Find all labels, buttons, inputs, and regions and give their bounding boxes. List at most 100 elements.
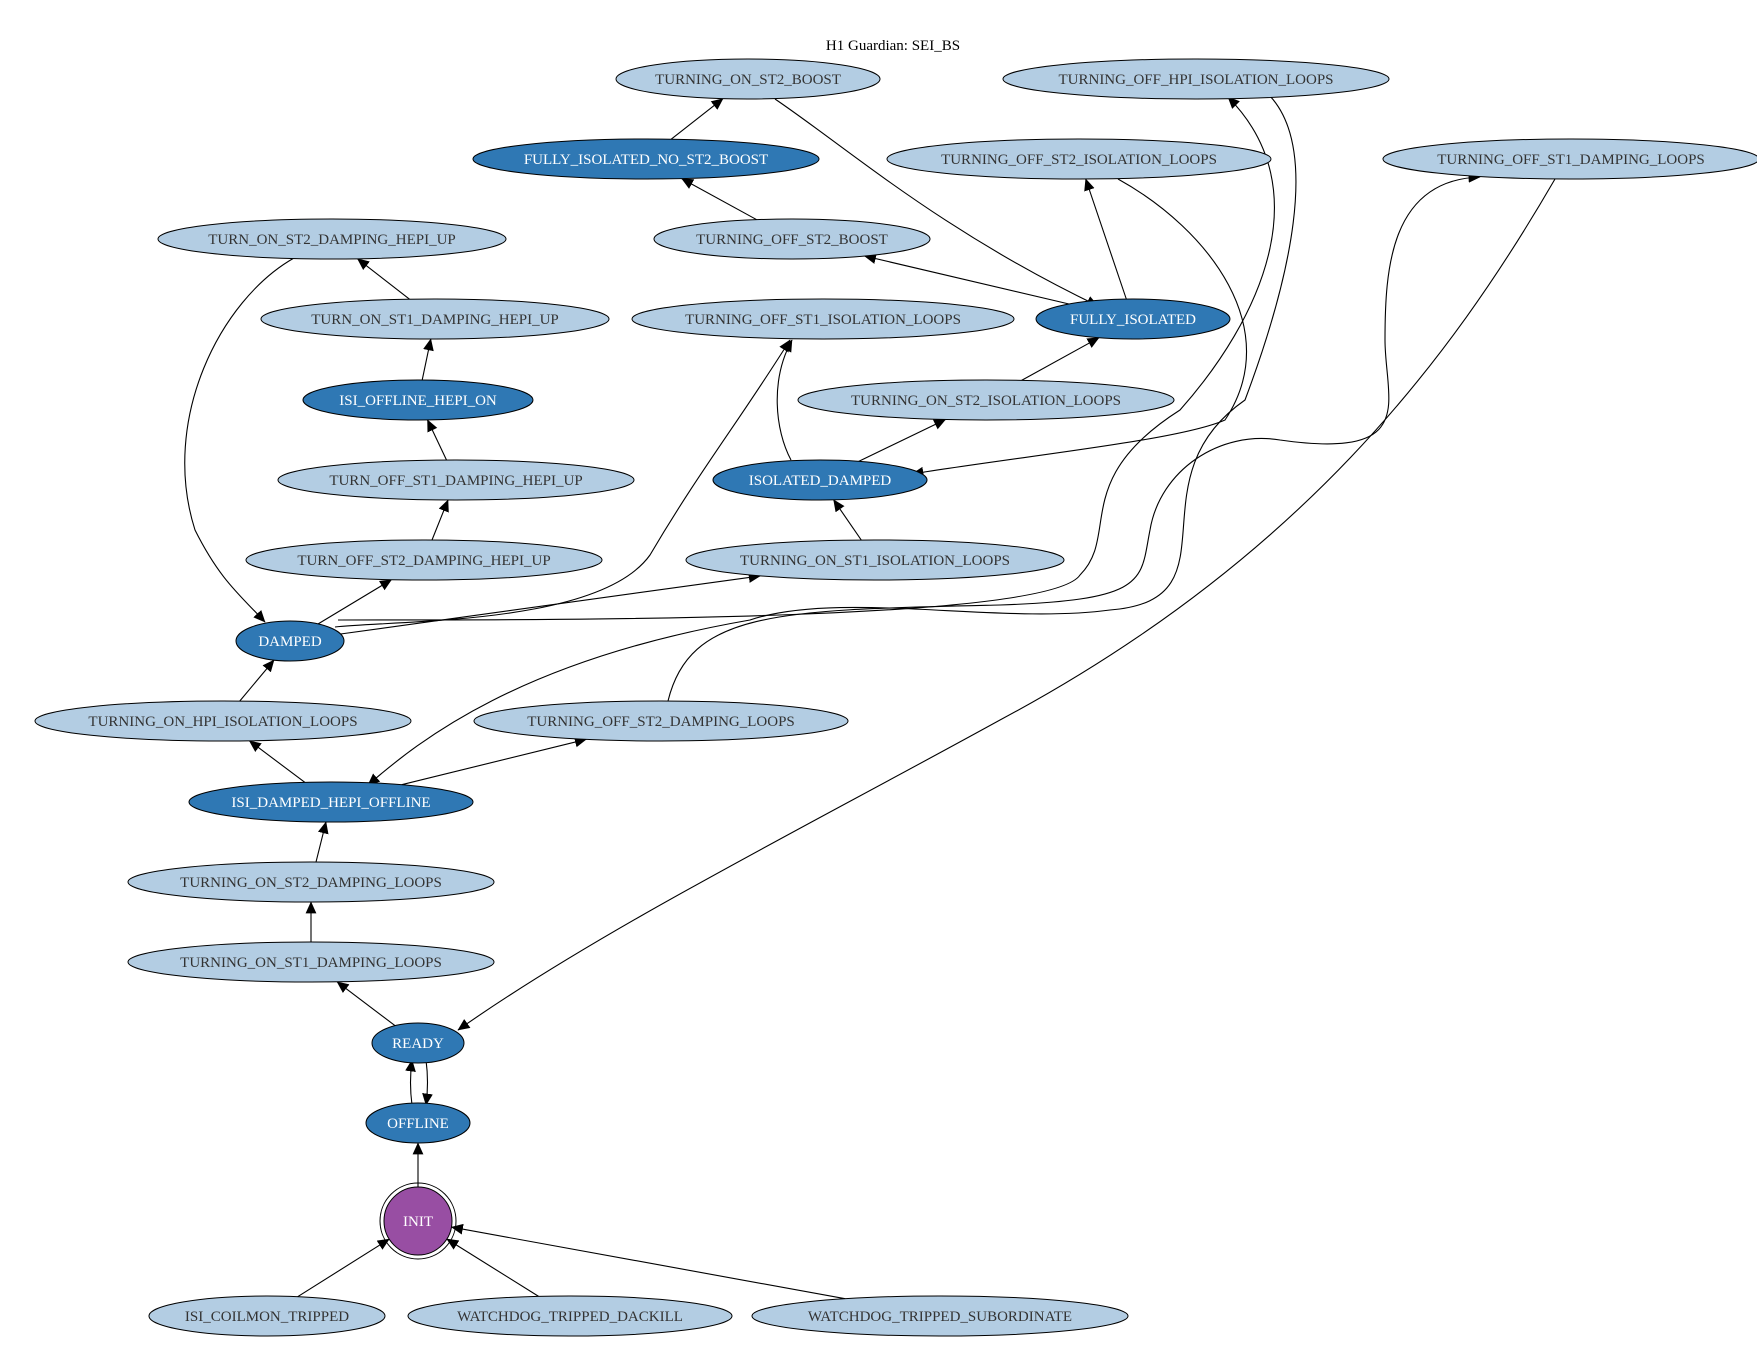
edge-arrow [446, 1238, 539, 1297]
edge-arrow [681, 178, 757, 221]
edge-turning-on-st2-damping-loops-to-isi-damped-hepi-offline [315, 821, 329, 863]
node-shape [797, 379, 1175, 421]
node-turn-off-st1-damping-hepi-up: TURN_OFF_ST1_DAMPING_HEPI_UP [277, 459, 635, 501]
edge-fully-isolated-to-turning-off-st2-isolation-loops [1084, 178, 1127, 300]
node-isi-offline-hepi-on: ISI_OFFLINE_HEPI_ON [302, 379, 534, 421]
edge-isolated-damped-to-turning-on-st2-isolation-loops [858, 419, 947, 462]
edge-damped-to-turning-on-st1-isolation-loops [340, 572, 761, 635]
node-label: FULLY_ISOLATED [1070, 312, 1196, 328]
node-damped: DAMPED [235, 620, 345, 662]
node-turning-on-st1-isolation-loops: TURNING_ON_ST1_ISOLATION_LOOPS [685, 539, 1065, 581]
node-offline: OFFLINE [365, 1102, 471, 1144]
node-label: ISI_OFFLINE_HEPI_ON [339, 393, 497, 409]
node-label: ISI_DAMPED_HEPI_OFFLINE [231, 795, 430, 811]
node-label: TURNING_ON_ST2_BOOST [655, 72, 841, 88]
node-turning-on-st2-isolation-loops: TURNING_ON_ST2_ISOLATION_LOOPS [797, 379, 1175, 421]
node-turn-on-st2-damping-hepi-up: TURN_ON_ST2_DAMPING_HEPI_UP [157, 218, 507, 260]
edge-isi-offline-hepi-on-to-turn-on-st1-damping-hepi-up [421, 338, 434, 381]
edge-arrow [431, 499, 449, 541]
node-shape [631, 298, 1015, 340]
node-shape [148, 1295, 386, 1337]
edge-turn-off-st1-damping-hepi-up-to-isi-offline-hepi-on [427, 419, 447, 461]
node-turning-off-st1-isolation-loops: TURNING_OFF_ST1_ISOLATION_LOOPS [631, 298, 1015, 340]
edge-arrow [422, 1059, 433, 1106]
node-ready: READY [371, 1022, 465, 1064]
node-label: WATCHDOG_TRIPPED_DACKILL [457, 1309, 683, 1325]
node-label: INIT [403, 1214, 433, 1230]
node-turning-on-st2-boost: TURNING_ON_ST2_BOOST [615, 58, 881, 100]
node-shape [1382, 138, 1757, 180]
node-label: TURNING_ON_ST2_ISOLATION_LOOPS [851, 393, 1121, 409]
node-shape [751, 1295, 1129, 1337]
edge-turning-on-st1-isolation-loops-to-isolated-damped [833, 499, 862, 541]
edge-arrow [1021, 337, 1100, 381]
edge-arrow [457, 178, 1556, 1031]
edge-arrow [315, 821, 329, 863]
edge-turning-off-st1-damping-loops-to-ready [457, 178, 1556, 1031]
node-turning-off-st2-isolation-loops: TURNING_OFF_ST2_ISOLATION_LOOPS [886, 138, 1272, 180]
node-isolated-damped: ISOLATED_DAMPED [712, 459, 928, 501]
node-shape [712, 459, 928, 501]
node-label: TURNING_ON_ST1_DAMPING_LOOPS [180, 955, 442, 971]
node-label: ISI_COILMON_TRIPPED [185, 1309, 349, 1325]
node-turning-on-st1-damping-loops: TURNING_ON_ST1_DAMPING_LOOPS [127, 941, 495, 983]
node-fully-isolated-no-st2-boost: FULLY_ISOLATED_NO_ST2_BOOST [472, 138, 820, 180]
edge-fully-isolated-no-st2-boost-to-turning-on-st2-boost [670, 98, 724, 140]
edge-watchdog-tripped-dackill-to-init [446, 1238, 539, 1297]
node-shape [34, 700, 412, 742]
edge-arrow [421, 338, 434, 381]
node-fully-isolated: FULLY_ISOLATED [1035, 298, 1231, 340]
graph-title: H1 Guardian: SEI_BS [826, 38, 960, 54]
edge-turning-on-hpi-isolation-loops-to-damped [239, 659, 275, 702]
node-shape [365, 1102, 471, 1144]
node-turning-on-st2-damping-loops: TURNING_ON_ST2_DAMPING_LOOPS [127, 861, 495, 903]
edge-turning-off-st2-isolation-loops-to-isolated-damped [911, 178, 1248, 478]
edge-isi-damped-hepi-offline-to-turning-on-hpi-isolation-loops [248, 740, 306, 783]
edge-arrow [297, 1238, 390, 1298]
node-watchdog-tripped-dackill: WATCHDOG_TRIPPED_DACKILL [407, 1295, 733, 1337]
edges-layer [184, 95, 1556, 1300]
edge-arrow [450, 1223, 846, 1300]
node-shape [260, 298, 610, 340]
node-shape [188, 781, 474, 823]
node-label: TURN_OFF_ST1_DAMPING_HEPI_UP [329, 473, 582, 489]
edge-arrow [670, 98, 724, 140]
edge-damped-to-turning-off-st1-isolation-loops [334, 339, 791, 628]
node-label: TURNING_ON_ST2_DAMPING_LOOPS [180, 875, 442, 891]
edge-arrow [1084, 178, 1127, 300]
node-shape [127, 861, 495, 903]
edge-arrow [667, 171, 1481, 702]
node-isi-coilmon-tripped: ISI_COILMON_TRIPPED [148, 1295, 386, 1337]
edge-turning-on-st2-isolation-loops-to-fully-isolated [1021, 337, 1100, 381]
node-turning-on-hpi-isolation-loops: TURNING_ON_HPI_ISOLATION_LOOPS [34, 700, 412, 742]
node-label: ISOLATED_DAMPED [749, 473, 892, 489]
node-shape [407, 1295, 733, 1337]
node-turning-off-st2-boost: TURNING_OFF_ST2_BOOST [653, 218, 931, 260]
node-label: TURNING_OFF_ST2_ISOLATION_LOOPS [941, 152, 1217, 168]
node-isi-damped-hepi-offline: ISI_DAMPED_HEPI_OFFLINE [188, 781, 474, 823]
node-shape [886, 138, 1272, 180]
edge-arrow [239, 659, 275, 702]
edge-arrow [367, 95, 1297, 786]
node-label: TURNING_OFF_ST2_BOOST [696, 232, 888, 248]
edge-ready-to-turning-on-st1-damping-loops [336, 981, 396, 1027]
node-shape [1035, 298, 1231, 340]
node-shape [245, 539, 603, 581]
edge-damped-to-turn-off-st2-damping-hepi-up [317, 579, 393, 625]
node-shape [1002, 58, 1390, 100]
edge-ready-to-offline [422, 1059, 433, 1106]
node-label: TURNING_OFF_ST1_ISOLATION_LOOPS [685, 312, 961, 328]
edge-turning-on-st2-boost-to-fully-isolated [774, 98, 1099, 307]
node-shape [473, 700, 849, 742]
node-shape [302, 379, 534, 421]
edge-arrow [357, 258, 410, 300]
node-label: READY [392, 1036, 444, 1052]
edge-arrow [334, 339, 791, 628]
edge-arrow [863, 253, 1070, 305]
edge-arrow [833, 499, 862, 541]
edge-turning-off-st2-damping-loops-to-turning-off-st1-damping-loops [667, 171, 1481, 702]
edge-arrow [774, 98, 1099, 307]
edge-watchdog-tripped-subordinate-to-init [450, 1223, 846, 1300]
